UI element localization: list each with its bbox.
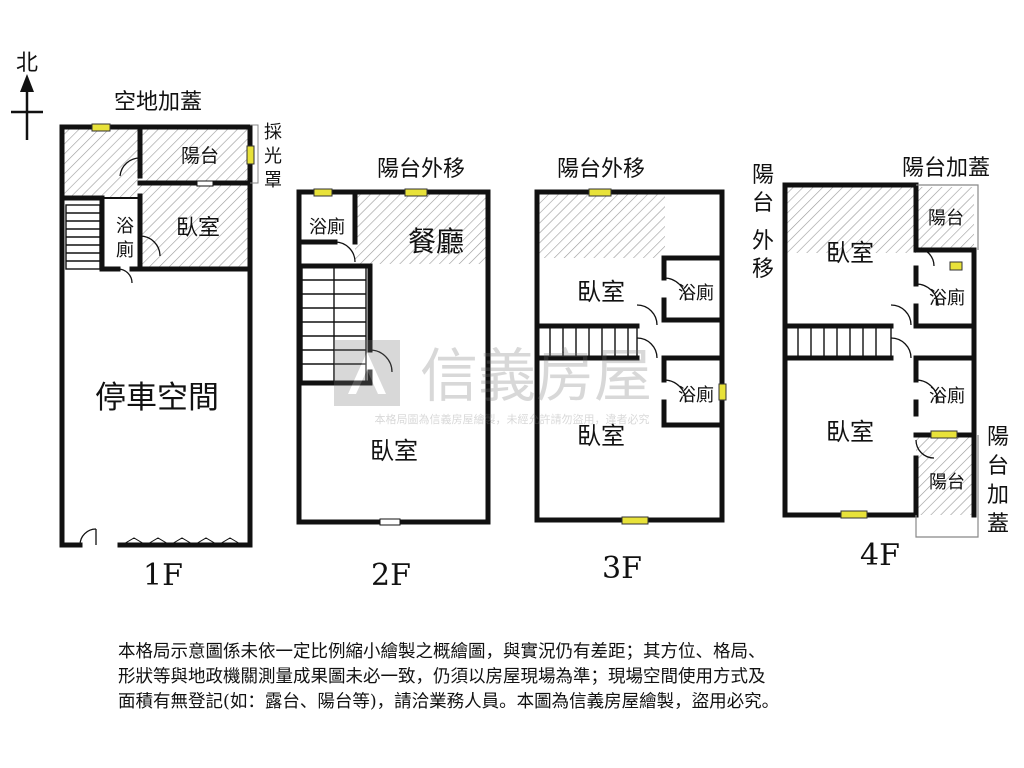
hatched-area — [785, 185, 916, 253]
north-label: 北 — [16, 51, 38, 76]
room-label-bedroom-top: 臥室 — [826, 239, 874, 267]
floor-label-4f: 4F — [860, 538, 900, 573]
bathroom-char: 廁 — [116, 239, 134, 261]
room-label-addition: 空地加蓋 — [114, 90, 202, 115]
window-marker — [313, 188, 333, 197]
floor-1f-plan: 空地加蓋 陽台 採 光 罩 浴 廁 臥室 停車空間 1F — [59, 90, 282, 593]
balcony-moved-char: 外 — [752, 229, 774, 254]
room-label-bedroom: 臥室 — [176, 216, 220, 241]
room-label-bathroom-top: 浴廁 — [929, 287, 965, 309]
room-label-bedroom-bottom: 臥室 — [577, 422, 625, 450]
window-marker — [588, 188, 612, 197]
floor-label-1f: 1F — [143, 558, 183, 593]
door-swings — [79, 157, 161, 546]
brand-logo-icon — [334, 340, 400, 406]
room-label-parking: 停車空間 — [95, 380, 219, 416]
hatched-area — [916, 435, 974, 515]
balcony-addition-outline — [915, 435, 979, 538]
floor-plan-diagram: 北 — [11, 51, 1009, 593]
disclaimer-line: 本格局示意圖係未依一定比例縮小繪製之概繪圖，與實況仍有差距；其方位、格局、 — [118, 642, 766, 662]
window-marker — [404, 188, 428, 197]
room-label-balcony-moved: 陽台外移 — [377, 157, 465, 182]
balcony-addition-char: 陽 — [987, 425, 1009, 450]
room-label-balcony-moved: 陽 台 外 移 — [752, 163, 774, 282]
watermark-notice: 本格局圖為信義房屋繪製，未經允許請勿盜用，違者必究 — [375, 412, 650, 426]
floor-2f-plan: 陽台外移 浴廁 餐廳 臥室 2F — [296, 157, 491, 593]
balcony-addition-char: 加 — [987, 483, 1009, 508]
room-label-balcony-moved: 陽台外移 — [557, 157, 645, 182]
door-swings — [636, 277, 687, 403]
skylight-outline — [250, 124, 259, 184]
room-label-bedroom-bottom: 臥室 — [826, 418, 874, 446]
staircase — [784, 325, 892, 359]
floor-3f-plan: 陽台外移 臥室 浴廁 浴廁 臥室 3F — [534, 157, 727, 586]
balcony-addition-char: 蓋 — [987, 512, 1009, 537]
skylight-char: 罩 — [264, 170, 282, 191]
hatched-area — [355, 192, 488, 264]
room-label-bedroom: 臥室 — [370, 437, 418, 465]
door-swings — [890, 247, 939, 459]
hatched-area — [537, 192, 665, 258]
north-arrow: 北 — [11, 51, 43, 140]
room-label-bathroom-bottom: 浴廁 — [929, 385, 965, 407]
floor-label-3f: 3F — [602, 551, 642, 586]
room-label-bathroom-bottom: 浴廁 — [678, 384, 714, 406]
garage-door — [121, 537, 243, 546]
room-label-balcony-bottom: 陽台 — [929, 472, 965, 493]
door-swings — [334, 241, 393, 373]
window-marker — [91, 123, 111, 132]
watermark-brand: 信義房屋 — [420, 342, 652, 410]
window-marker — [930, 430, 958, 439]
room-label-skylight: 採 光 罩 — [264, 122, 282, 191]
hatched-area — [916, 187, 974, 250]
bathroom-char: 浴 — [116, 216, 134, 237]
window-marker — [621, 516, 649, 525]
balcony-moved-char: 陽 — [752, 163, 774, 188]
balcony-addition-char: 台 — [987, 454, 1009, 479]
room-label-bathroom: 浴 廁 — [116, 216, 134, 261]
room-label-balcony-addition-top: 陽台加蓋 — [902, 156, 990, 181]
watermark: 信義房屋 本格局圖為信義房屋繪製，未經允許請勿盜用，違者必究 — [334, 340, 652, 426]
floor-label-2f: 2F — [371, 558, 411, 593]
room-label-balcony: 陽台 — [181, 145, 219, 167]
balcony-addition-outline — [916, 184, 979, 250]
room-label-balcony-addition-bottom: 陽 台 加 蓋 — [987, 425, 1009, 537]
room-label-bedroom-top: 臥室 — [577, 278, 625, 306]
skylight-char: 採 — [264, 122, 282, 143]
window-marker — [949, 261, 963, 271]
disclaimer-text: 本格局示意圖係未依一定比例縮小繪製之概繪圖，與實況仍有差距；其方位、格局、 形狀… — [118, 640, 938, 715]
disclaimer-line: 面積有無登記(如：露台、陽台等)，請洽業務人員。本圖為信義房屋繪製，盜用必究。 — [118, 692, 780, 712]
room-label-bathroom: 浴廁 — [309, 216, 345, 238]
window-marker — [718, 383, 727, 401]
window-marker — [246, 145, 255, 165]
disclaimer-line: 形狀等與地政機關測量成果圖未必一致，仍須以房屋現場為準；現場空間使用方式及 — [118, 667, 766, 687]
room-label-balcony-top: 陽台 — [928, 208, 964, 229]
balcony-moved-char: 移 — [752, 257, 774, 282]
room-label-dining: 餐廳 — [408, 225, 464, 258]
room-label-bathroom-top: 浴廁 — [678, 282, 714, 304]
floor-4f-plan: 陽 台 外 移 陽台加蓋 臥室 陽台 浴廁 浴廁 臥室 陽台 陽 台 加 蓋 4… — [752, 156, 1009, 573]
skylight-char: 光 — [264, 146, 282, 167]
window-marker — [840, 510, 868, 519]
balcony-moved-char: 台 — [752, 191, 774, 216]
